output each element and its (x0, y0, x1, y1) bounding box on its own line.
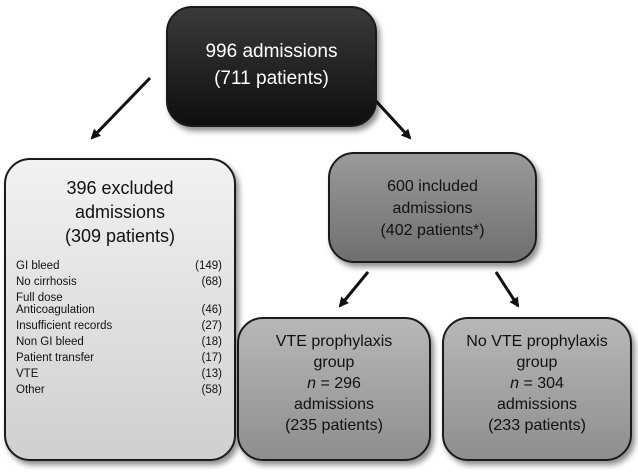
exclusion-reason-count: (18) (201, 336, 222, 348)
exclusion-reason-count: (17) (201, 352, 222, 364)
exclusion-reason-count: (13) (201, 368, 222, 380)
no-vte-group-title: No VTE prophylaxis (466, 333, 608, 350)
arrow-to-no-vte-group (494, 271, 520, 308)
vte-prophylaxis-group-box: VTE prophylaxis group n = 296 admissions… (237, 317, 431, 461)
vte-group-title: VTE prophylaxis (275, 333, 393, 350)
included-count: 600 included (387, 178, 478, 195)
vte-group-n: n = 296 (239, 373, 429, 394)
no-vte-prophylaxis-group-box: No VTE prophylaxis group n = 304 admissi… (442, 317, 632, 461)
no-vte-n-symbol: n (510, 375, 519, 392)
exclusion-reason-label: Patient transfer (16, 352, 94, 364)
no-vte-group-patients: (233 patients) (488, 417, 586, 434)
exclusion-reason-row: Non GI bleed (18) (16, 336, 222, 348)
exclusion-reason-label: Non GI bleed (16, 336, 84, 348)
no-vte-group-admissions: admissions (496, 396, 578, 413)
included-patients: (402 patients*) (380, 222, 485, 239)
exclusion-reason-row: VTE (13) (16, 368, 222, 380)
exclusion-reason-row: GI bleed (149) (16, 260, 222, 272)
exclusion-reason-row: Insufficient records (27) (16, 320, 222, 332)
included-label: admissions (392, 200, 473, 217)
total-admissions-box: 996 admissions (711 patients) (166, 6, 377, 127)
arrow-to-vte-group (338, 271, 370, 308)
exclusion-reason-count: (58) (201, 384, 222, 396)
no-vte-group-label: group (516, 354, 558, 371)
vte-group-label: group (313, 354, 355, 371)
vte-group-admissions: admissions (293, 396, 375, 413)
exclusion-reason-count: (46) (201, 304, 222, 316)
exclusion-reason-count: (149) (195, 260, 222, 272)
excluded-count: 396 excluded (66, 178, 174, 198)
no-vte-group-n: n = 304 (444, 373, 630, 394)
excluded-patients: (309 patients) (64, 226, 176, 246)
exclusion-reason-row: Other (58) (16, 384, 222, 396)
total-patients-count: (711 patients) (214, 68, 329, 89)
exclusion-reason-count: (27) (201, 320, 222, 332)
arrow-to-excluded (90, 76, 152, 140)
exclusion-reason-label: Other (16, 384, 45, 396)
exclusion-reason-row: Patient transfer (17) (16, 352, 222, 364)
exclusion-reason-label: VTE (16, 368, 39, 380)
exclusion-reason-label: Insufficient records (16, 320, 113, 332)
vte-n-symbol: n (307, 375, 316, 392)
vte-group-patients: (235 patients) (285, 417, 383, 434)
no-vte-n-value: = 304 (523, 375, 564, 392)
total-admissions-count: 996 admissions (205, 41, 338, 62)
excluded-label: admissions (74, 202, 166, 222)
exclusion-reason-count: (68) (201, 276, 222, 288)
included-admissions-box: 600 included admissions (402 patients*) (328, 152, 537, 263)
exclusion-reason-label: GI bleed (16, 260, 60, 272)
excluded-admissions-box: 396 excluded admissions (309 patients) G… (4, 158, 236, 461)
vte-n-value: = 296 (320, 375, 361, 392)
exclusion-reason-label: No cirrhosis (16, 276, 77, 288)
exclusion-reason-row: No cirrhosis (68) (16, 276, 222, 288)
